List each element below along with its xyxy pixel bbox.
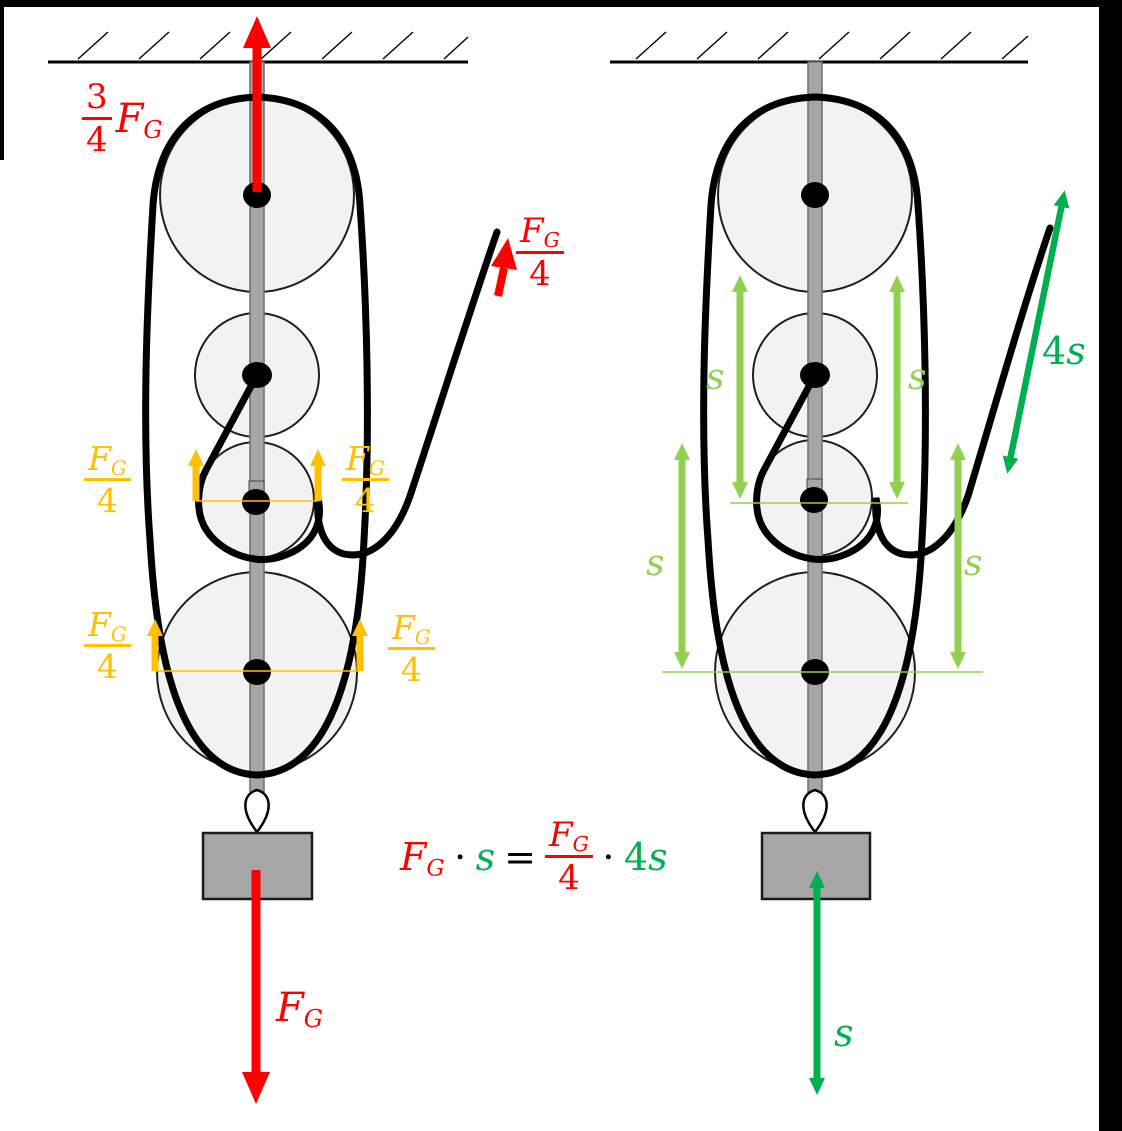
free-end-distance-arrow	[1002, 190, 1070, 474]
load-force-arrow	[242, 870, 270, 1104]
eq-force-quarter: FG 4	[544, 818, 593, 895]
strand-distance-arrows	[662, 275, 983, 673]
right-hook	[802, 788, 828, 835]
right-rope-anchor-and-free-end	[753, 224, 1054, 563]
eq-dot-1: ⋅	[453, 834, 467, 879]
strand-force-label-pulley4-left: FG 4	[84, 608, 131, 683]
work-equation: FG ⋅ s = FG 4 ⋅ 4s	[400, 818, 668, 895]
left-rope-anchor-and-free-end	[195, 228, 501, 563]
strand-distance-label-inner-left: s	[706, 357, 725, 398]
strand-distance-label-outer-right: s	[964, 543, 983, 584]
ceiling-force-arrow	[243, 16, 271, 192]
eq-force: FG	[400, 834, 445, 882]
ceiling-force-label: 3 4 FG	[82, 80, 163, 157]
left-rope-outer-loop	[142, 93, 371, 779]
strand-force-label-pulley3-right: FG 4	[342, 442, 389, 517]
eq-four-s: 4s	[623, 834, 668, 879]
load-distance-label: s	[834, 1011, 854, 1055]
strand-force-arrows	[147, 449, 368, 672]
free-end-force-label: FG 4	[516, 214, 564, 291]
frame-strip-right	[1099, 0, 1122, 1131]
frame-strip-top	[0, 0, 1122, 7]
frame-strip-left	[0, 0, 4, 160]
fraction-three-quarters: 3 4	[82, 80, 112, 157]
free-end-distance-label: 4s	[1042, 329, 1086, 373]
force-symbol: FG	[115, 95, 163, 144]
right-rope-outer-loop	[700, 93, 929, 779]
free-end-force-arrow	[491, 238, 517, 297]
strand-force-label-pulley4-right: FG 4	[388, 611, 435, 686]
eq-equals: =	[504, 834, 536, 879]
strand-distance-label-inner-right: s	[908, 357, 927, 398]
force-symbol: FG	[516, 214, 564, 254]
eq-distance: s	[475, 834, 496, 879]
right-axle	[807, 61, 823, 796]
strand-force-label-pulley3-left: FG 4	[84, 442, 131, 517]
load-force-label: FG	[276, 985, 323, 1033]
ceiling-right	[610, 31, 1029, 64]
eq-dot-2: ⋅	[601, 834, 615, 879]
left-hook	[244, 788, 270, 835]
strand-distance-label-outer-left: s	[646, 543, 665, 584]
